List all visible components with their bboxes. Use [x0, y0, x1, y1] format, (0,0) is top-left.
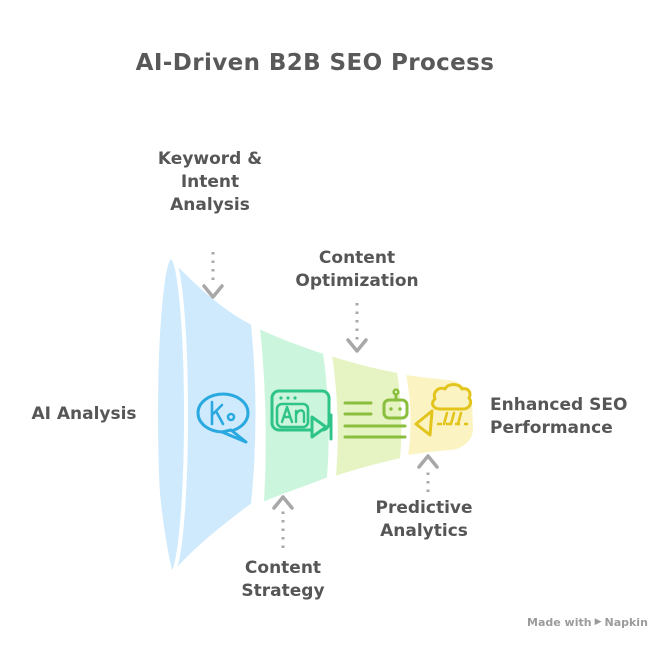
- output-label-line: Enhanced SEO: [490, 395, 628, 415]
- callout-line: Keyword &: [157, 149, 263, 169]
- funnel-stage-predictive: [403, 372, 476, 458]
- watermark-prefix: Made with: [527, 616, 592, 629]
- funnel-bell-rim: [154, 254, 188, 576]
- arrow-predictive-up: [417, 454, 439, 492]
- watermark-brand: Napkin: [604, 616, 648, 629]
- callout-content-strategy: Content Strategy: [241, 557, 324, 603]
- callout-line: Predictive: [375, 498, 473, 518]
- funnel-stage-strategy: [257, 326, 331, 505]
- callout-line: Analytics: [380, 521, 468, 541]
- callout-line: Content: [244, 558, 322, 578]
- made-with-napkin-watermark: Made with ▶ Napkin: [527, 616, 648, 629]
- content-browser-play-icon: [270, 389, 333, 441]
- callout-line: Content: [318, 248, 396, 268]
- list-robot-icon: [343, 388, 409, 439]
- diagram-title: AI-Driven B2B SEO Process: [135, 50, 495, 76]
- napkin-logo-icon: ▶: [594, 617, 602, 627]
- callout-keyword-intent-analysis: Keyword & Intent Analysis: [158, 148, 262, 217]
- funnel-stages: [153, 252, 476, 578]
- funnel-stage-keyword: [153, 252, 258, 578]
- cloud-rain-cursor-icon: [414, 383, 473, 437]
- callout-line: Optimization: [295, 271, 419, 291]
- funnel-stage-optimization: [329, 353, 404, 479]
- callout-line: Intent: [180, 172, 240, 192]
- funnel-output-label: Enhanced SEO Performance: [490, 394, 627, 440]
- arrow-content-strategy-up: [272, 495, 294, 548]
- callout-content-optimization: Content Optimization: [295, 247, 418, 293]
- arrow-content-optimization-down: [346, 303, 368, 353]
- arrow-keyword-down: [202, 252, 224, 299]
- funnel-input-label: AI Analysis: [31, 404, 137, 424]
- keyword-speech-bubble-icon: [196, 392, 250, 444]
- output-label-line: Performance: [490, 418, 613, 438]
- callout-line: Analysis: [170, 195, 250, 215]
- callout-arrows: [202, 252, 439, 548]
- callout-line: Strategy: [241, 581, 325, 601]
- callout-predictive-analytics: Predictive Analytics: [375, 497, 472, 543]
